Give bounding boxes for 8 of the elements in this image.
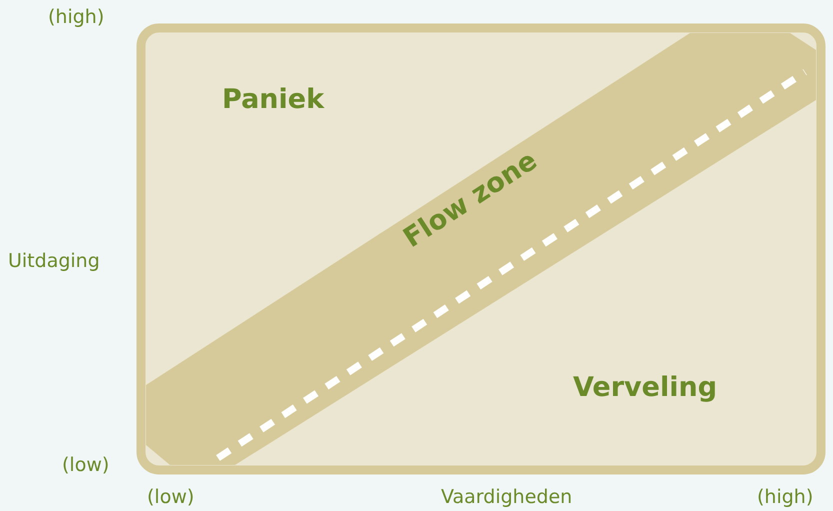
axis-label: (high) [48,6,104,28]
region-label: Verveling [573,372,718,403]
axis-label: (low) [62,454,110,476]
axis-title: Uitdaging [8,250,100,272]
axis-label: (high) [757,486,814,508]
region-label: Paniek [222,84,324,115]
axis-label: (low) [147,486,194,508]
axis-title: Vaardigheden [441,486,572,508]
